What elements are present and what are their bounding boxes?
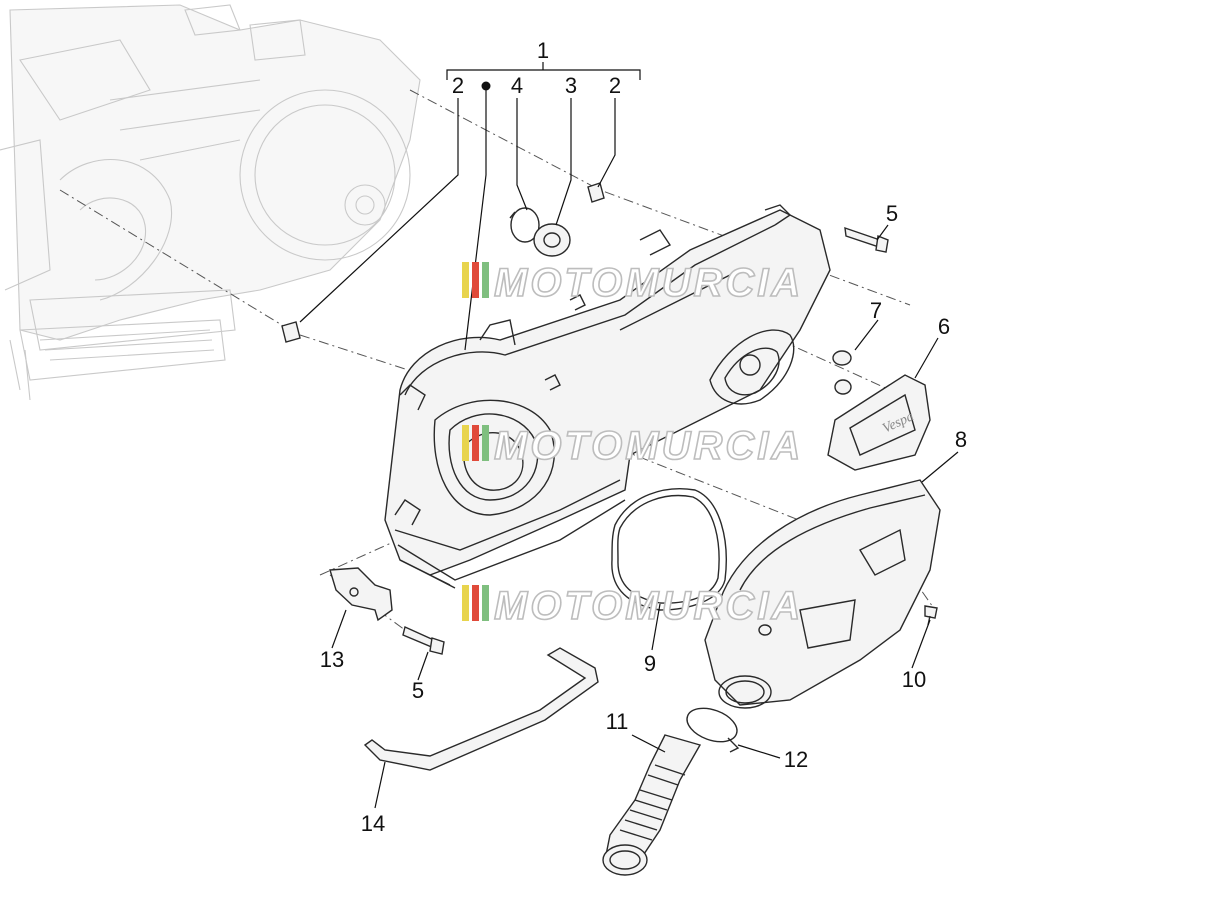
bracket-13 [329, 567, 393, 622]
dowels-bearing-circlip [281, 182, 605, 343]
watermark-stripe-icon [472, 585, 479, 621]
bolts [402, 226, 938, 655]
callout-13: 13 [320, 647, 344, 672]
gasket-9 [611, 488, 727, 611]
callout-5-bottom: 5 [412, 678, 424, 703]
watermark-stripe-icon [482, 585, 489, 621]
callout-5-top: 5 [886, 201, 898, 226]
intake-hose-11 [602, 734, 702, 876]
grommets-7 [832, 350, 852, 395]
watermark-bottom: MOTOMURCIA [462, 583, 803, 629]
watermark-stripe-icon [482, 262, 489, 298]
callout-2-left: 2 [452, 73, 464, 98]
watermark-middle: MOTOMURCIA [462, 423, 803, 469]
callout-1: 1 [537, 38, 549, 63]
callout-12: 12 [784, 747, 808, 772]
dot-marker [481, 81, 491, 91]
watermark-stripe-icon [462, 262, 469, 298]
cover-badge-6: Vespa [827, 374, 931, 471]
callout-labels: 1 2 4 3 2 5 7 6 8 9 10 13 5 11 12 14 [320, 38, 967, 836]
callout-2-right: 2 [609, 73, 621, 98]
callout-10: 10 [902, 667, 926, 692]
watermark-stripe-icon [472, 262, 479, 298]
watermark-text: MOTOMURCIA [494, 584, 803, 628]
hose-clamp-12 [686, 707, 740, 753]
callout-9: 9 [644, 651, 656, 676]
support-bar-14 [363, 647, 599, 771]
watermark-stripe-icon [462, 585, 469, 621]
callout-7: 7 [870, 298, 882, 323]
callout-8: 8 [955, 427, 967, 452]
callout-11: 11 [606, 709, 629, 734]
engine-background [0, 4, 421, 401]
watermark-text: MOTOMURCIA [494, 424, 803, 468]
callout-4: 4 [511, 73, 523, 98]
callout-3: 3 [565, 73, 577, 98]
transmission-cover [384, 204, 831, 589]
watermark-stripe-icon [472, 425, 479, 461]
watermark-stripe-icon [482, 425, 489, 461]
leader-lines [299, 62, 959, 809]
callout-14: 14 [361, 811, 385, 836]
watermark-stripe-icon [462, 425, 469, 461]
watermark-text: MOTOMURCIA [494, 261, 803, 305]
callout-6: 6 [938, 314, 950, 339]
air-filter-housing-8 [704, 479, 941, 709]
watermark-top: MOTOMURCIA [462, 260, 803, 306]
